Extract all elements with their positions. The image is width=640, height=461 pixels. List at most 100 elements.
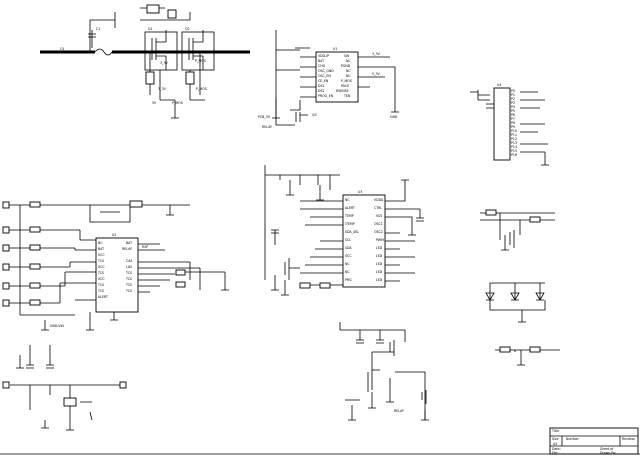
pin-label: TCS	[125, 283, 132, 287]
net-label-relay: RELAY	[262, 125, 272, 129]
pin-label: P0	[511, 89, 515, 93]
part-ref-q1: Q1	[148, 27, 153, 31]
pin-label: VCC	[345, 254, 352, 258]
pin-label: NC	[345, 262, 350, 266]
drawn-label: Drawn By:	[600, 451, 616, 455]
net-label-5v: 5V	[152, 101, 157, 105]
pin-label: LED	[376, 262, 383, 266]
resistor-r2	[185, 71, 195, 85]
ic-u3-ref: U3	[358, 190, 362, 194]
pin-label: VDDA	[374, 198, 384, 202]
pin-label: OSC1	[374, 222, 383, 226]
connector-j7	[2, 381, 10, 389]
net-label-3v3b: 3_3V	[160, 61, 169, 65]
pin-label: TCS	[97, 259, 104, 263]
pin-label: VSS	[376, 214, 382, 218]
pin-label: P3	[511, 101, 515, 105]
ground-symbol	[281, 280, 289, 296]
pin-label: P8	[511, 121, 515, 125]
pin-label: LAS	[126, 265, 132, 269]
mosfet-q7	[509, 230, 515, 248]
crystal-y1	[271, 229, 279, 245]
ic-u3-left-pins: NC ALERT TEMP ITEMP SDA_SEL SCL SDA VCC …	[344, 198, 359, 282]
pin-label: LED	[376, 270, 383, 274]
pin-label: SDA_SEL	[345, 230, 359, 234]
net-label-gnd-vin: GND-VIN	[50, 324, 64, 328]
ic-u4-ref: U4	[497, 83, 501, 87]
ground-symbol	[86, 312, 94, 331]
pin-label: PGND	[341, 64, 351, 68]
pin-label: TEMP	[344, 214, 354, 218]
pin-label: VCC	[98, 253, 105, 257]
ic-u1-right-pins: SW NC PGND NC NC P_MOS PACE RSENSE TEN	[336, 54, 352, 98]
pin-label: NC	[98, 241, 103, 245]
pin-label: P4	[511, 105, 515, 109]
pin-label: TCS	[97, 271, 104, 275]
pin-label: ALERT	[98, 295, 108, 299]
pin-label: NC	[345, 198, 350, 202]
ground-symbol	[316, 185, 324, 201]
mosfet-q6	[421, 390, 427, 404]
inductor-l1	[94, 48, 113, 56]
title-block-frame	[549, 427, 639, 455]
pin-label: SDA	[345, 246, 352, 250]
ground-symbol	[541, 152, 549, 166]
ground-symbol	[41, 320, 49, 331]
relay-driver-section: RELAY	[339, 322, 429, 421]
pin-label: TCS	[97, 289, 104, 293]
ic-u2-left-pins: NC BAT VCC TCS VCC TCS VCC TCS TCS ALERT	[97, 241, 108, 299]
pin-label: TCS	[125, 289, 132, 293]
resistor-r1	[145, 71, 155, 85]
pin-label: P1	[511, 93, 515, 97]
pin-label: TEN	[343, 94, 351, 98]
ground-symbol	[171, 100, 179, 119]
pin-label: LED	[376, 278, 383, 282]
pin-label: TCS	[125, 277, 132, 281]
revision-label: Revision	[622, 437, 635, 441]
net-label-pcb: PCB_3V	[258, 115, 271, 119]
part-ref-c1: C1	[96, 27, 100, 31]
pin-label: P7	[511, 117, 515, 121]
capacitor-c5	[356, 339, 384, 344]
pin-label: NC	[346, 74, 351, 78]
pin-label: PWM	[376, 238, 384, 242]
ic-u1-left-pins: VDD-IP BAT CHG OSC_GND OSC_EN CE_EN DS1 …	[318, 54, 334, 98]
net-label-3v3: 3_3V	[158, 87, 167, 91]
net-label-pmos3: P_MOS	[172, 101, 183, 105]
pin-label: P10	[511, 129, 517, 133]
power-mosfet-section: 3_3V P_MOS 3_3V P_MOS P_MOS 5V C4 C1 Q1 …	[40, 4, 250, 119]
ground-symbol	[166, 205, 174, 216]
ground-symbol	[41, 420, 49, 429]
connector-section: U4 P0 P1 P2 P3 P4 P5 P6 P7 P8 P9 P10 P11…	[470, 83, 549, 166]
monitor-ic-section: U2 NC BAT VCC TCS VCC TCS VCC TCS TCS AL…	[60, 233, 229, 331]
ic-u4-pins: P0 P1 P2 P3 P4 P5 P6 P7 P8 P9 P10 P11 P1…	[511, 89, 517, 157]
pin-label: P12	[511, 137, 517, 141]
pin-label: P13	[511, 141, 517, 145]
ground-symbol	[408, 230, 416, 236]
sheet-label: Sheet of	[600, 447, 614, 451]
pin-label: P9	[511, 125, 515, 129]
title-block: Title Size A4 Number Revision Date: File…	[549, 427, 639, 455]
pin-label: CHG	[318, 64, 326, 68]
pin-label: RELAY	[122, 247, 132, 251]
pin-label: VCC	[98, 265, 105, 269]
mosfet-q3	[290, 100, 308, 122]
battery-section	[2, 345, 127, 431]
ground-symbol	[66, 410, 74, 431]
pin-label: P16	[511, 153, 517, 157]
connector-j2	[2, 226, 10, 234]
net-label-pmos: P_MOS	[196, 87, 207, 91]
capacitor-c3	[46, 345, 54, 369]
connector-j3	[2, 244, 10, 252]
pin-label: P2	[511, 97, 515, 101]
pin-label: NC	[346, 69, 351, 73]
net-label-pmos2: P_MOS	[195, 59, 206, 63]
connector-j5	[2, 282, 10, 290]
pin-label: DS2	[318, 89, 325, 93]
pin-label: BAT	[126, 241, 132, 245]
pin-label: VCC	[98, 277, 105, 281]
size-value: A4	[553, 442, 557, 446]
pin-label: BAT	[318, 59, 324, 63]
